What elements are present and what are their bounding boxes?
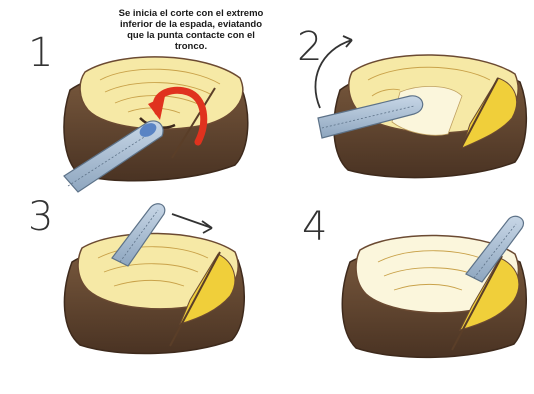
panel-step-4: 4: [302, 204, 526, 357]
panel-step-3: 3: [28, 194, 244, 354]
step-number-1: 1: [28, 30, 53, 76]
step-number-2: 2: [297, 24, 322, 70]
step-number-4: 4: [302, 204, 327, 250]
step-number-3: 3: [28, 194, 53, 240]
panel-step-2: 2: [297, 24, 526, 178]
direction-arrow-3: [172, 214, 212, 233]
panel-step-1: 1: [28, 30, 248, 192]
